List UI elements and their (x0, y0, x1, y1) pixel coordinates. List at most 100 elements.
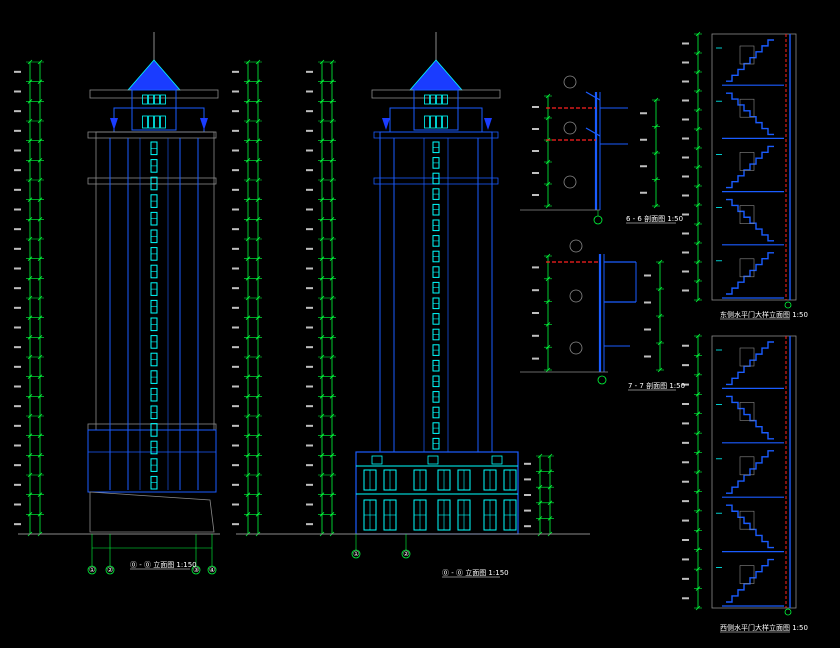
dimension-text-mark (14, 346, 21, 349)
dimension-slash (255, 374, 261, 379)
dimension-slash (695, 221, 701, 227)
stair-elevation-top (711, 33, 797, 301)
top-window (142, 94, 148, 105)
dimension-text-mark (682, 558, 689, 561)
dimension-slash (319, 59, 325, 65)
dimension-text-mark (232, 365, 239, 368)
dimension-slash (37, 315, 43, 320)
dimension-slash (329, 315, 335, 320)
dimension-text-mark (306, 464, 313, 467)
stair-window (739, 258, 755, 278)
dimension-text-mark (532, 106, 539, 108)
dimension-slash (547, 469, 553, 474)
dimension-slash (27, 79, 33, 84)
dimension-text-mark (232, 287, 239, 290)
dimension-slash (37, 138, 43, 143)
dimension-text-mark (14, 267, 21, 270)
dimension-text-mark (306, 405, 313, 408)
dimension-slash (329, 354, 335, 360)
podium-window (491, 455, 503, 465)
dimension-slash (245, 472, 251, 478)
dimension-slash (545, 344, 551, 350)
dimension-text-mark (682, 42, 689, 45)
podium-window (371, 455, 383, 465)
dimension-text-mark (682, 61, 689, 64)
dimension-slash (319, 295, 325, 301)
dimension-slash (329, 217, 335, 222)
stair-flight (726, 39, 774, 82)
dimension-text-mark (14, 424, 21, 427)
dimension-slash (245, 118, 251, 124)
dimension-slash (695, 333, 701, 339)
dimension-text-mark (306, 424, 313, 427)
dimension-text-mark (306, 149, 313, 152)
dimension-text-mark (232, 503, 239, 506)
dimension-text-mark (644, 328, 651, 331)
dimension-slash (329, 433, 335, 438)
dimension-slash (37, 433, 43, 438)
dimension-text-mark (682, 539, 689, 541)
dimension-slash (245, 59, 251, 65)
dimension-slash (255, 197, 261, 202)
dimension-text-mark (232, 228, 239, 231)
dimension-slash (255, 177, 261, 183)
axis-label: ① (89, 566, 95, 574)
dimension-chains (14, 31, 702, 611)
stair-window (739, 205, 755, 224)
dimension-slash (27, 177, 33, 183)
dimension-text-mark (306, 70, 313, 73)
dimension-text-mark (532, 172, 539, 174)
top-window (154, 115, 160, 129)
dimension-text-mark (682, 137, 689, 140)
dimension-slash (255, 453, 261, 458)
dimension-slash (255, 413, 261, 419)
dimension-slash (255, 335, 261, 340)
dimension-slash (27, 453, 33, 458)
dimension-text-mark (14, 149, 21, 152)
dimension-slash (657, 367, 663, 373)
dimension-text-mark (306, 90, 313, 93)
dimension-slash (245, 413, 251, 419)
dimension-slash (255, 394, 261, 399)
stair-flight (726, 92, 774, 136)
dimension-text-mark (644, 274, 651, 277)
dimension-text-mark (14, 405, 21, 408)
dimension-text-mark (524, 462, 531, 465)
dimension-slash (27, 197, 33, 202)
dimension-slash (37, 295, 43, 301)
dimension-slash (329, 335, 335, 340)
dimension-slash (27, 158, 33, 163)
dimension-slash (319, 394, 325, 399)
caption-section-7-7: 7 - 7 剖面图 1:50 (628, 381, 685, 390)
dimension-text-mark (306, 444, 313, 447)
dimension-slash (695, 411, 701, 416)
dimension-slash (255, 99, 261, 104)
dimension-text-mark (682, 422, 689, 425)
dimension-text-mark (232, 70, 239, 73)
dimension-slash (245, 177, 251, 183)
dimension-slash (245, 354, 251, 360)
dimension-text-mark (232, 169, 239, 172)
stair-window (739, 510, 755, 530)
dimension-slash (37, 492, 43, 497)
dimension-slash (695, 392, 701, 397)
dimension-slash (27, 236, 33, 242)
caption-stair-bottom: 西侧水平门大样立面图 1:50 (720, 623, 808, 632)
dimension-slash (695, 450, 701, 455)
dimension-slash (37, 413, 43, 419)
dimension-slash (545, 181, 551, 187)
dimension-slash (255, 295, 261, 301)
dimension-text-mark (306, 503, 313, 506)
dimension-slash (537, 453, 543, 459)
dimension-text-mark (232, 267, 239, 270)
dimension-text-mark (14, 503, 21, 506)
dimension-text-mark (682, 232, 689, 235)
dimension-slash (319, 453, 325, 458)
dimension-slash (329, 256, 335, 261)
dimension-text-mark (232, 247, 239, 250)
dimension-slash (653, 97, 659, 103)
dimension-slash (695, 566, 701, 572)
dimension-slash (695, 164, 701, 170)
dimension-slash (319, 354, 325, 360)
